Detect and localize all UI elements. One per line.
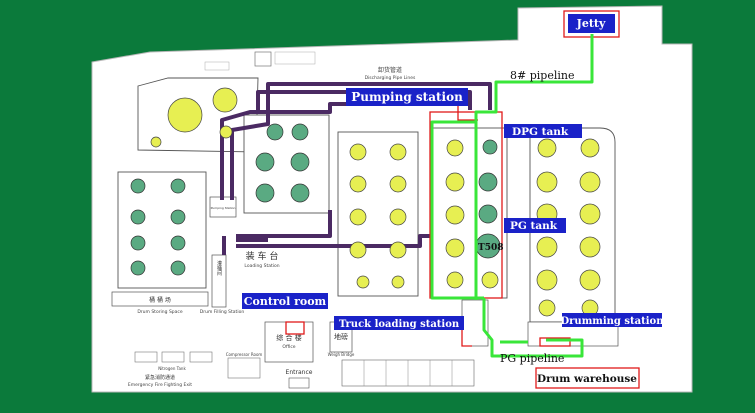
callout-jetty: Jetty xyxy=(568,14,615,33)
compressor-room-box xyxy=(227,357,261,379)
bottom-building-2 xyxy=(161,351,185,363)
bottom-building-3 xyxy=(189,351,213,363)
discharging-pipe-lines-cn: 卸货管道 xyxy=(378,66,402,74)
jetty-label: Jetty xyxy=(576,17,606,30)
entrance-gate xyxy=(288,377,310,389)
office-cn: 综 合 楼 xyxy=(276,333,301,342)
tanks-area-3 xyxy=(349,143,407,289)
dpg-tank-label: DPG tank xyxy=(512,126,569,138)
pipeline-8-label: 8# pipeline xyxy=(510,69,574,82)
drainage-sump xyxy=(204,61,230,71)
pg-pipeline-label: PG pipeline xyxy=(500,352,564,365)
tanks-area-1 xyxy=(150,87,238,148)
callout-pg-tank: PG tank xyxy=(504,218,566,233)
emergency-exit-cn: 紧急消防通道 xyxy=(145,374,175,381)
green-pipelines xyxy=(430,34,594,358)
office-label: Office xyxy=(282,344,295,350)
compressor-room-label: Compressor Room xyxy=(226,352,263,357)
pumping-station-box-label: Pumping Station xyxy=(211,206,236,210)
drum-filling-building xyxy=(211,254,227,308)
tank-area-3 xyxy=(337,131,419,297)
callout-control-room: Control room xyxy=(242,293,328,309)
weigh-bridge-cn: 地磅 xyxy=(334,332,348,341)
tanks-area-2 xyxy=(255,123,310,203)
loading-station-label: Loading Station xyxy=(244,263,279,269)
drum-storing-space-cn: 桶 桶 场 xyxy=(149,296,171,304)
office-building xyxy=(264,321,314,363)
drum-warehouse-label: Drum warehouse xyxy=(537,373,637,385)
pg-tank-label: PG tank xyxy=(510,220,558,232)
callout-drum-warehouse: Drum warehouse xyxy=(537,370,637,386)
pumping-station-label: Pumping station xyxy=(351,90,463,104)
pump-house-label-box xyxy=(274,51,316,65)
weigh-bridge-label: Weigh Bridge xyxy=(328,352,355,357)
bottom-building-1 xyxy=(134,351,158,363)
drum-storing-space xyxy=(111,291,209,307)
truck-loading-station-label: Truck loading station xyxy=(339,319,460,330)
callout-drumming-station: Drumming station xyxy=(560,313,664,327)
tanks-area-4-yellow xyxy=(445,139,499,289)
tanks-area-4-teal xyxy=(478,139,498,224)
drum-filling-cn: 灌桶间 xyxy=(216,260,222,277)
discharging-pipe-lines-label: Discharging Pipe Lines xyxy=(365,75,416,81)
callout-dpg-tank: DPG tank xyxy=(504,124,582,138)
t508-label: T508 xyxy=(478,243,503,253)
drum-storing-space-label: Drum Storing Space xyxy=(137,309,183,315)
callout-pumping-station: Pumping station xyxy=(346,88,468,106)
drum-filling-station-label: Drum Filling Station xyxy=(200,309,245,315)
drumming-station-label: Drumming station xyxy=(560,316,664,327)
callout-truck-loading-station: Truck loading station xyxy=(334,316,464,330)
nitrogen-tank-label: Nitrogen Tank xyxy=(158,366,186,371)
loading-station-cn: 装 车 台 xyxy=(246,250,279,262)
entrance-label: Entrance xyxy=(286,369,313,376)
emergency-exit-label: Emergency Fire Fighting Exit xyxy=(128,382,192,388)
red-lines xyxy=(285,10,640,389)
pump-house-small xyxy=(254,51,272,67)
tanks-area-5 xyxy=(536,138,601,317)
control-room-label: Control room xyxy=(244,295,327,308)
tanks-drum-area xyxy=(130,178,186,276)
